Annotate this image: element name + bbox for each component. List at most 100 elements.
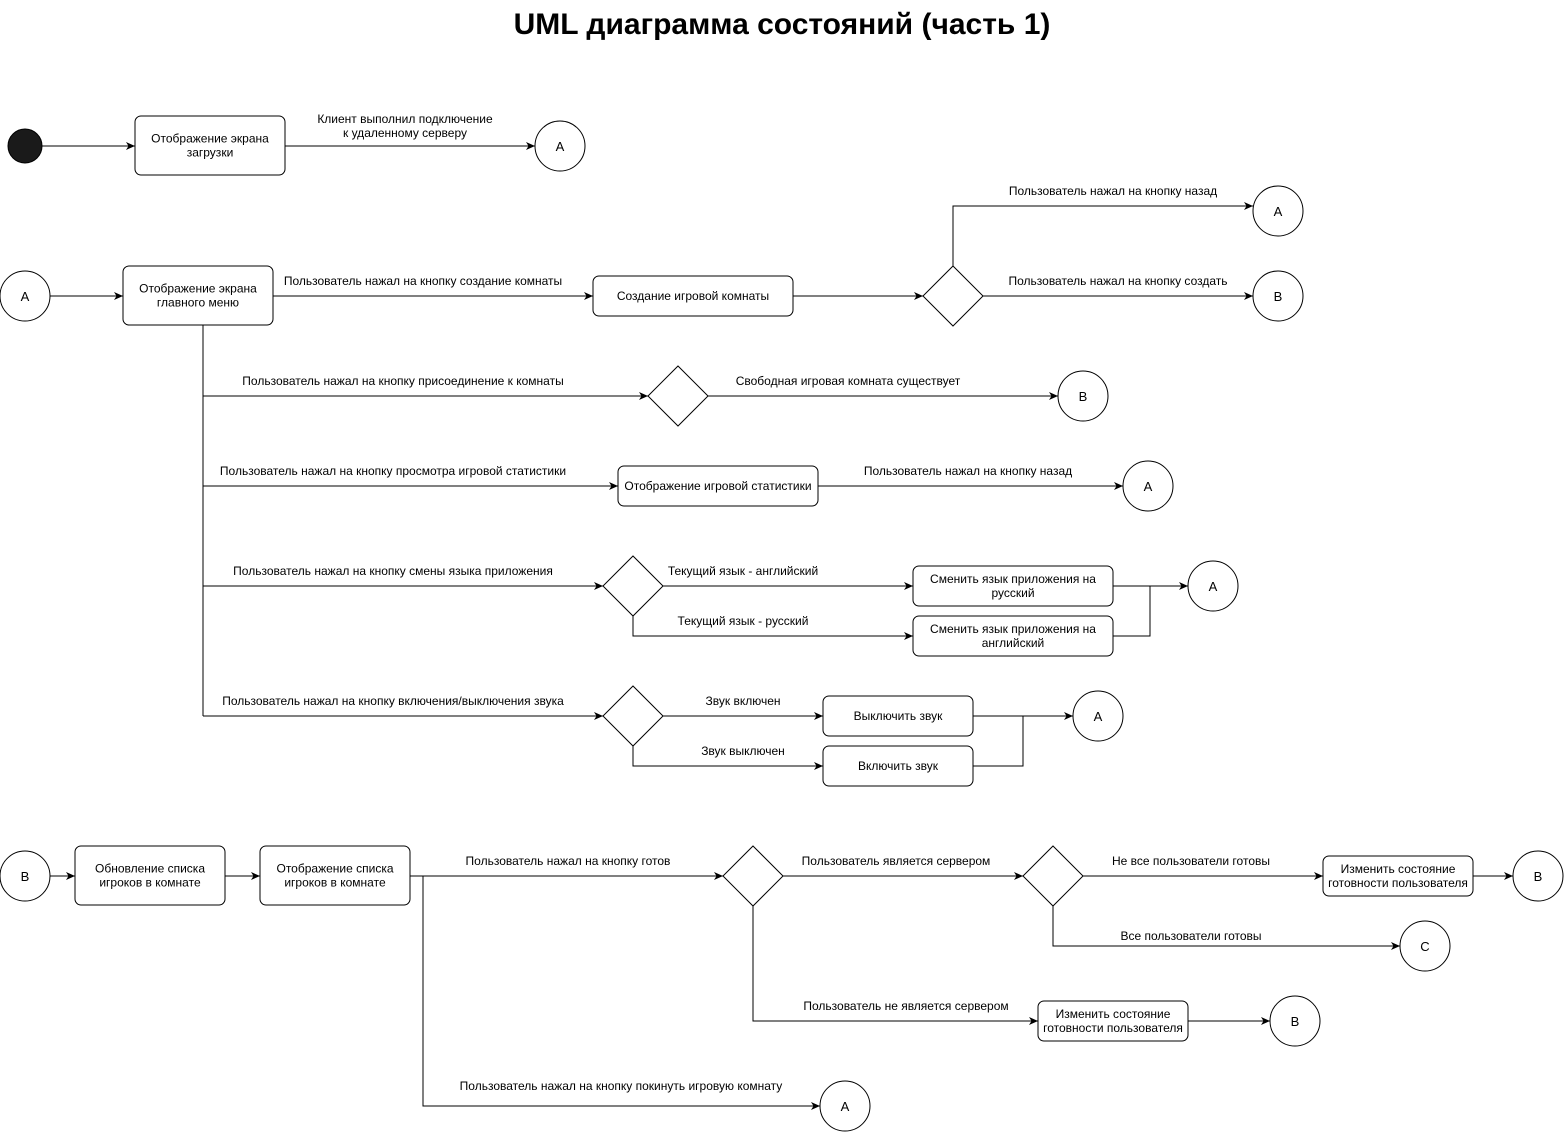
state-stats: Отображение игровой статистики: [617, 465, 819, 507]
state-sound-on-label: Включить звук: [858, 759, 939, 773]
state-box: [912, 615, 1114, 657]
edge-decision-back: [952, 202, 1253, 266]
transition-back-1-label: Пользователь нажал на кнопку назад: [1009, 184, 1217, 198]
state-ready-state-1-text-0: Изменить состояние: [1341, 862, 1456, 876]
state-box: [259, 845, 411, 906]
connector-letter: A: [1094, 709, 1103, 724]
connector-a-3: A: [1252, 185, 1304, 237]
connector-circle: [1269, 995, 1321, 1047]
state-sound-off: Выключить звук: [822, 695, 974, 737]
connector-letter: B: [21, 869, 30, 884]
state-show-players-text-1: игроков в комнате: [284, 876, 386, 890]
state-box: [592, 275, 794, 317]
state-ready-state-2-text-1: готовности пользователя: [1043, 1021, 1183, 1035]
transition-free-room-text-0: Свободная игровая комната существует: [736, 374, 961, 388]
state-box: [1037, 1000, 1189, 1042]
transition-sound-is-on-text-0: Звук включен: [706, 694, 781, 708]
connector-letter: B: [1079, 389, 1088, 404]
state-box: [912, 565, 1114, 607]
connector-circle: [1187, 560, 1239, 612]
transition-not-server-text-0: Пользователь не является сервером: [803, 999, 1008, 1013]
connector-letter: B: [1291, 1014, 1300, 1029]
state-box: [617, 465, 819, 507]
state-lang-ru-text-1: русский: [991, 586, 1034, 600]
state-lang-en-text-0: Сменить язык приложения на: [930, 622, 1096, 636]
transition-back-2-text-0: Пользователь нажал на кнопку назад: [864, 464, 1072, 478]
transition-create-label: Пользователь нажал на кнопку создать: [1008, 274, 1227, 288]
state-sound-off-text-0: Выключить звук: [854, 709, 943, 723]
decision-node-4: [602, 685, 664, 747]
edge-soundon-a: [973, 716, 1024, 767]
connector-b-3: B: [0, 850, 51, 902]
edge-lang-en-a: [1113, 586, 1151, 637]
state-lang-ru-text-0: Сменить язык приложения на: [930, 572, 1096, 586]
connector-a-1: A: [534, 120, 586, 172]
transition-is-server-label: Пользователь является сервером: [802, 854, 991, 868]
transition-toggle-sound-label: Пользователь нажал на кнопку включения/в…: [222, 694, 564, 708]
connector-letter: B: [1534, 869, 1543, 884]
state-sound-off-label: Выключить звук: [854, 709, 943, 723]
state-show-players-text-0: Отображение списка: [276, 862, 393, 876]
state-box: [1322, 855, 1474, 897]
transition-all-ready-label: Все пользователи готовы: [1120, 929, 1261, 943]
transition-leave-room-label: Пользователь нажал на кнопку покинуть иг…: [460, 1079, 783, 1093]
transition-sound-is-on-label: Звук включен: [706, 694, 781, 708]
edge-all-ready: [1052, 906, 1400, 950]
transitions-layer: [42, 142, 1513, 1110]
state-box: [822, 745, 974, 787]
state-update-players-text-0: Обновление списка: [95, 862, 205, 876]
state-loading-text-0: Отображение экрана: [151, 132, 269, 146]
decision-node-1: [922, 265, 984, 327]
connector-letter: A: [1274, 204, 1283, 219]
transition-sound-is-off-label: Звук выключен: [701, 744, 785, 758]
transition-ready-label: Пользователь нажал на кнопку готов: [466, 854, 671, 868]
connector-b-4: B: [1512, 850, 1564, 902]
decision-node-3: [602, 555, 664, 617]
state-sound-on-text-0: Включить звук: [858, 759, 939, 773]
state-box: [134, 115, 286, 176]
transition-not-all-ready-label: Не все пользователи готовы: [1112, 854, 1270, 868]
transition-join-room-label: Пользователь нажал на кнопку присоединен…: [242, 374, 563, 388]
decision-node-5: [722, 845, 784, 907]
connector-circle: [1399, 920, 1451, 972]
connector-a-7: A: [819, 1080, 871, 1132]
state-sound-on: Включить звук: [822, 745, 974, 787]
state-create-room-text-0: Создание игровой комнаты: [617, 289, 769, 303]
state-loading-text-1: загрузки: [187, 146, 234, 160]
state-box: [822, 695, 974, 737]
connector-letter: C: [1420, 939, 1429, 954]
connector-circle: [0, 850, 51, 902]
state-lang-en-text-1: английский: [982, 636, 1044, 650]
transition-toggle-sound-text-0: Пользователь нажал на кнопку включения/в…: [222, 694, 564, 708]
edge-leave-room: [422, 876, 820, 1110]
transition-leave-room-text-0: Пользователь нажал на кнопку покинуть иг…: [460, 1079, 783, 1093]
transition-join-room-text-0: Пользователь нажал на кнопку присоединен…: [242, 374, 563, 388]
decision-node-6: [1022, 845, 1084, 907]
edge-sound-off: [632, 746, 823, 770]
transition-back-2-label: Пользователь нажал на кнопку назад: [864, 464, 1072, 478]
state-main-menu-text-0: Отображение экрана: [139, 282, 257, 296]
transition-lang-is-en-label: Текущий язык - английский: [668, 564, 818, 578]
transition-create-text-0: Пользователь нажал на кнопку создать: [1008, 274, 1227, 288]
connector-circle: [819, 1080, 871, 1132]
state-main-menu-text-1: главного меню: [157, 296, 239, 310]
state-stats-text-0: Отображение игровой статистики: [624, 479, 811, 493]
state-create-room-label: Создание игровой комнаты: [617, 289, 769, 303]
connector-c-1: C: [1399, 920, 1451, 972]
